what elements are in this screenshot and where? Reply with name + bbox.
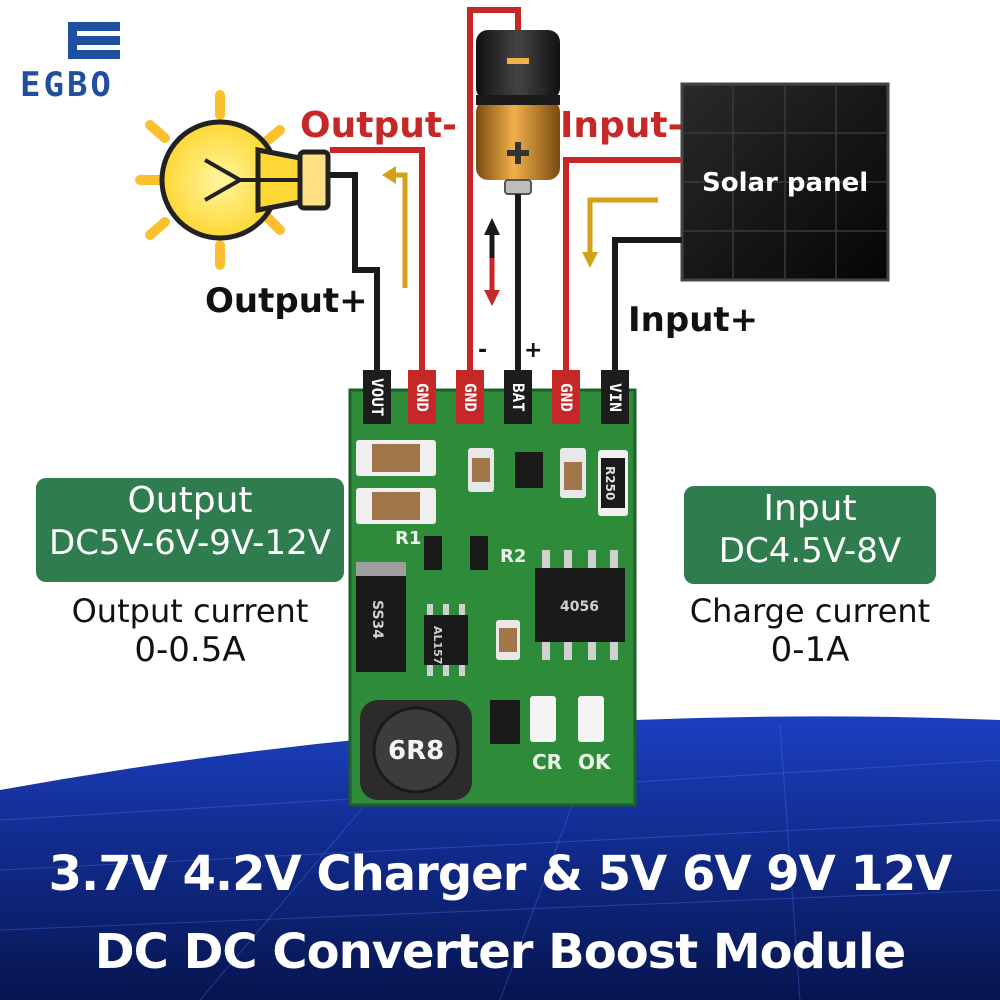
flow-arrows <box>382 166 658 306</box>
pin-vout: VOUT <box>363 370 391 424</box>
pin-gnd-in: GND <box>552 370 580 424</box>
silk-led-ok: OK <box>578 750 611 774</box>
output-voltage-box: Output DC5V-6V-9V-12V <box>36 478 344 582</box>
logo-mark <box>68 22 120 59</box>
title-line-2: DC DC Converter Boost Module <box>94 924 906 980</box>
input-box-title: Input <box>763 488 857 529</box>
brand-logo: EGBO <box>20 65 114 105</box>
title-banner <box>0 716 1000 1000</box>
silk-led-cr: CR <box>532 750 563 774</box>
label-output-minus: Output- <box>300 105 457 146</box>
pin-bat: BAT <box>504 370 532 424</box>
input-box-range: DC4.5V-8V <box>718 530 902 571</box>
charge-current-spec: Charge current 0-1A <box>640 592 980 671</box>
output-current-label: Output current <box>71 592 309 630</box>
wires <box>330 7 682 372</box>
label-input-minus: Input- <box>560 105 683 146</box>
silk-diode: SS34 <box>369 600 385 640</box>
label-solar-panel: Solar panel <box>702 168 869 198</box>
pin-vin: VIN <box>601 370 629 424</box>
battery-plus-label: + <box>524 338 543 363</box>
output-box-title: Output <box>127 480 253 521</box>
output-current-spec: Output current 0-0.5A <box>20 592 360 671</box>
title-line-1: 3.7V 4.2V Charger & 5V 6V 9V 12V <box>48 846 953 902</box>
label-output-plus: Output+ <box>205 281 368 321</box>
charge-current-label: Charge current <box>689 592 931 630</box>
silk-r2: R2 <box>500 546 527 567</box>
pcb-board <box>348 388 637 807</box>
silk-inductor: 6R8 <box>388 736 445 766</box>
silk-r250: R250 <box>603 466 617 501</box>
silk-chip-right: 4056 <box>560 599 599 615</box>
output-box-range: DC5V-6V-9V-12V <box>49 522 331 563</box>
output-current-value: 0-0.5A <box>134 630 246 671</box>
pin-gnd-bat: GND <box>456 370 484 424</box>
silk-r1: R1 <box>395 528 422 549</box>
light-bulb-icon <box>135 90 331 270</box>
silk-chip-left: AL157 <box>431 626 444 665</box>
battery-minus-label: - <box>478 338 488 363</box>
label-input-plus: Input+ <box>628 300 759 340</box>
solar-panel-icon <box>680 82 890 282</box>
input-voltage-box: Input DC4.5V-8V <box>684 486 936 584</box>
pin-gnd-out: GND <box>408 370 436 424</box>
battery-icon <box>476 30 560 195</box>
charge-current-value: 0-1A <box>770 630 850 671</box>
